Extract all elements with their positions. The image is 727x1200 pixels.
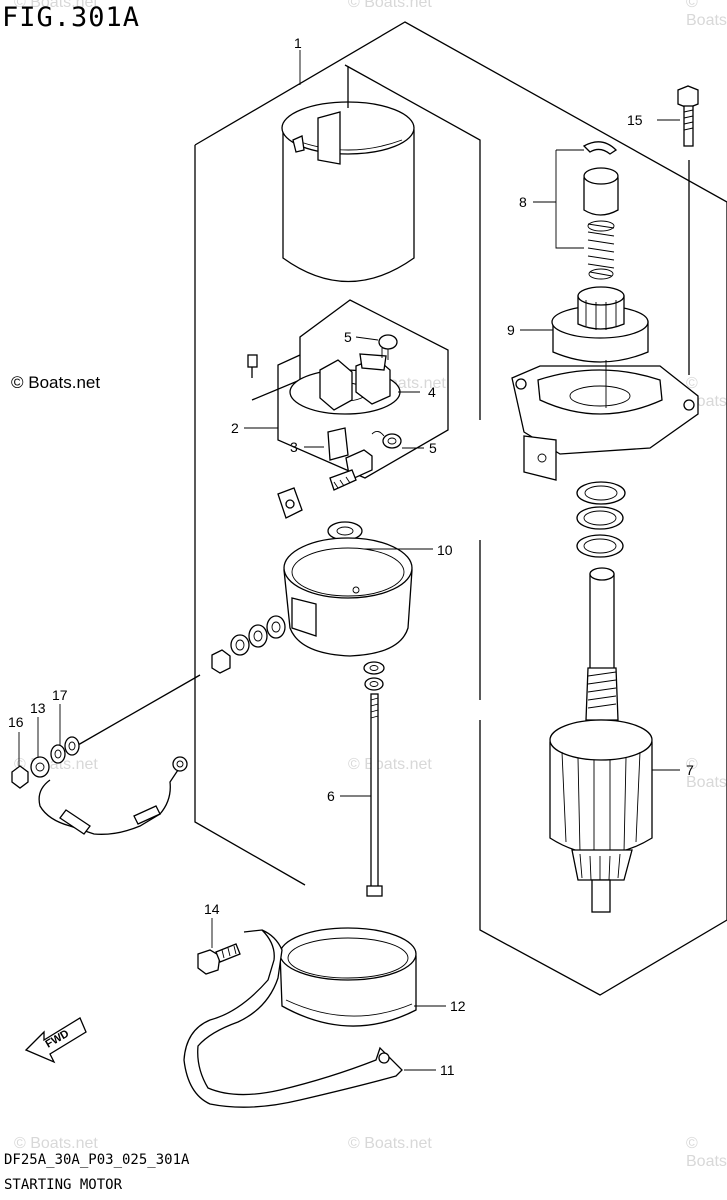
battery-cable bbox=[11, 736, 188, 835]
callout-11: 11 bbox=[440, 1062, 455, 1078]
watermark-top-right: © Boats.net bbox=[686, 0, 727, 29]
watermark-bottom-center: © Boats.net bbox=[348, 1135, 432, 1152]
stud-hardware bbox=[77, 615, 286, 746]
callout-1: 1 bbox=[294, 35, 302, 51]
drive-washers bbox=[576, 481, 626, 558]
callout-16: 16 bbox=[8, 714, 24, 730]
part-11-strap bbox=[183, 929, 403, 1108]
callout-8: 8 bbox=[519, 194, 527, 210]
callout-15: 15 bbox=[627, 112, 643, 128]
part-12-band bbox=[279, 927, 417, 1027]
part-2-brush-holder-group bbox=[247, 299, 449, 479]
part-1-yoke-housing bbox=[281, 66, 415, 283]
diagram-code: DF25A_30A_P03_025_301A bbox=[4, 1152, 190, 1168]
callout-3: 3 bbox=[290, 439, 298, 455]
watermark-mid-center: © Boats.net bbox=[348, 756, 432, 773]
callout-12: 12 bbox=[450, 998, 466, 1014]
callout-4: 4 bbox=[428, 384, 436, 400]
watermark-bottom-right: © Boats.net bbox=[686, 1135, 727, 1170]
callout-2: 2 bbox=[231, 420, 239, 436]
fwd-arrow-icon: FWD bbox=[24, 1017, 87, 1064]
part-8-pinion-stop bbox=[582, 141, 619, 280]
watermark-top-left: © Boats.net bbox=[14, 0, 98, 11]
assembly-outline bbox=[194, 21, 727, 996]
part-15-bolt bbox=[677, 85, 699, 375]
part-6-through-bolt bbox=[363, 661, 385, 897]
part-9-pinion bbox=[551, 286, 649, 363]
part-5-spring-lower bbox=[371, 431, 402, 449]
callout-10: 10 bbox=[437, 542, 453, 558]
end-cover bbox=[283, 537, 413, 657]
copyright-notice: © Boats.net bbox=[11, 373, 101, 392]
figure-title: FIG.301A bbox=[2, 2, 141, 33]
callout-6: 6 bbox=[327, 788, 335, 804]
callout-9: 9 bbox=[507, 322, 515, 338]
callout-5-upper: 5 bbox=[344, 329, 352, 345]
drive-end-housing bbox=[511, 360, 699, 481]
square-nut bbox=[277, 487, 303, 519]
callout-labels: 1 2 3 4 5 5 6 7 8 9 10 11 12 13 14 15 16… bbox=[8, 35, 694, 1078]
callout-17: 17 bbox=[52, 687, 68, 703]
callout-7: 7 bbox=[686, 762, 694, 778]
watermark-top-center: © Boats.net bbox=[348, 0, 432, 11]
part-7-armature bbox=[549, 567, 653, 913]
part-3-brush bbox=[327, 427, 373, 491]
part-14-bolt bbox=[197, 943, 241, 975]
callout-13: 13 bbox=[30, 700, 46, 716]
watermark-mid-right: © Boats.net bbox=[686, 756, 727, 791]
callout-5-lower: 5 bbox=[429, 440, 437, 456]
watermark-bottom-left: © Boats.net bbox=[14, 1135, 98, 1152]
leader-lines bbox=[18, 50, 680, 1071]
diagram-name: STARTING MOTOR bbox=[4, 1177, 123, 1193]
callout-14: 14 bbox=[204, 901, 220, 917]
